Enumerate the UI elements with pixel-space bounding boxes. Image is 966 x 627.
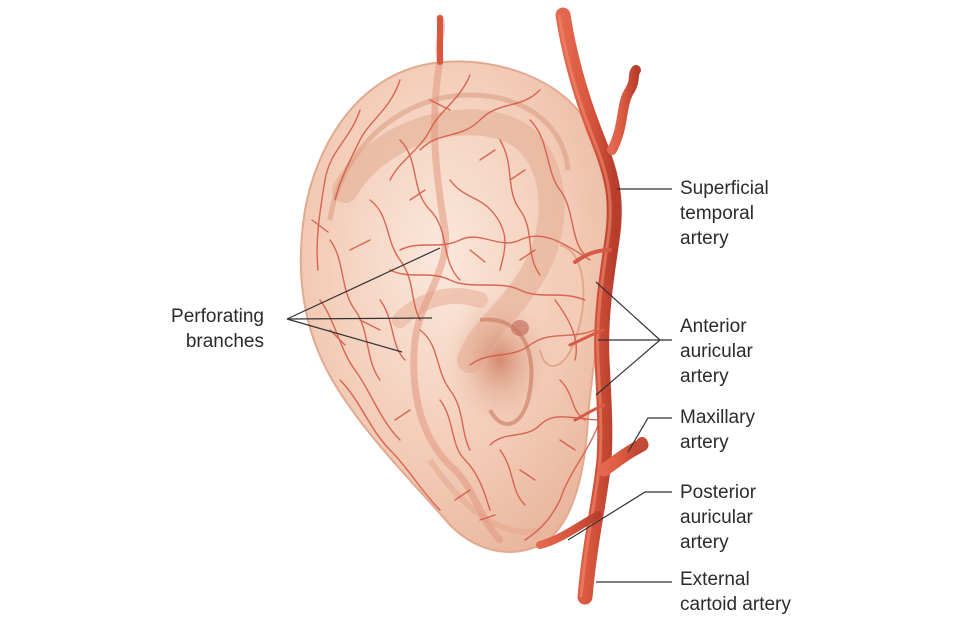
label-external-carotid-artery: External cartoid artery [680, 569, 791, 615]
label-perforating-branches: Perforating branches [171, 306, 264, 352]
vessel-network [311, 74, 601, 541]
leader-lines [286, 188, 672, 583]
external-carotid-artery [536, 7, 649, 605]
label-superficial-temporal-artery: Superficial temporal artery [680, 178, 769, 249]
label-anterior-auricular-artery: Anterior auricular artery [680, 316, 753, 387]
label-maxillary-artery: Maxillary artery [680, 407, 755, 453]
concha [445, 290, 555, 430]
label-posterior-auricular-artery: Posterior auricular artery [680, 482, 757, 553]
